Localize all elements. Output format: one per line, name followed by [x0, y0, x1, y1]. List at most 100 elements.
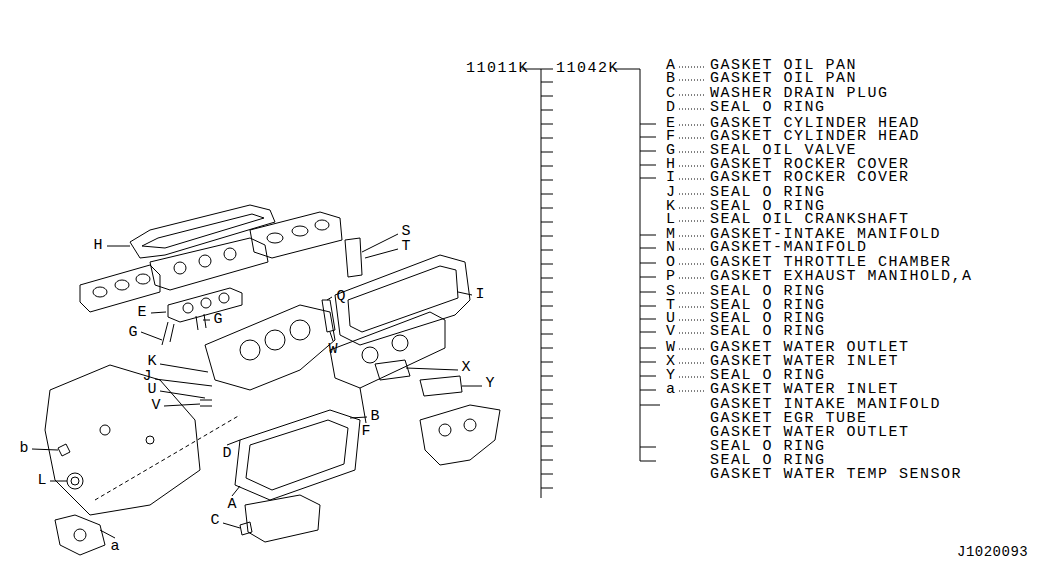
leader-line	[330, 332, 333, 341]
part-number: 11011K	[466, 61, 529, 77]
drawn-part	[315, 220, 329, 230]
drawn-part	[265, 330, 285, 350]
drawn-part	[322, 300, 335, 332]
tree-tick	[640, 151, 656, 152]
tree-tick	[541, 348, 553, 349]
drawn-part	[162, 322, 174, 345]
leader-line	[223, 523, 240, 528]
drawn-part	[439, 424, 451, 436]
leader-line	[327, 297, 332, 300]
callout-letter: I	[475, 287, 484, 303]
tree-tick	[541, 292, 553, 293]
dot-leader	[679, 293, 706, 294]
callout-letter: Y	[485, 376, 494, 392]
tree-tick	[541, 376, 553, 377]
leader-line	[462, 386, 482, 387]
leader-line	[350, 417, 367, 418]
tree-tick	[640, 390, 656, 391]
leader-line	[458, 292, 472, 295]
tree-tick	[541, 432, 553, 433]
tree-tick	[640, 319, 656, 320]
dot-leader	[679, 152, 706, 153]
leader-line	[107, 246, 130, 247]
callout-letter: a	[110, 539, 119, 555]
tree-tick	[640, 165, 656, 166]
callout-letter: A	[227, 497, 236, 513]
part-name: SEAL OIL CRANKSHAFT	[710, 212, 910, 228]
dot-leader	[679, 138, 706, 139]
drawn-part	[45, 205, 500, 555]
callout-letter: S	[401, 224, 410, 240]
callout-letter: B	[370, 409, 379, 425]
tree-tick	[640, 137, 656, 138]
tree-tick	[541, 194, 553, 195]
tree-tick	[541, 278, 553, 279]
tree-tick	[640, 362, 656, 363]
dot-leader	[679, 125, 706, 126]
tree-tick	[640, 292, 656, 293]
dot-leader	[679, 333, 706, 334]
dot-leader	[679, 166, 706, 167]
tree-tick	[541, 236, 553, 237]
tree-tick	[640, 332, 656, 333]
tree-tick	[541, 418, 553, 419]
tree-tick	[541, 222, 553, 223]
tree-tick	[640, 306, 656, 307]
drawn-part	[199, 255, 211, 267]
drawn-part	[219, 293, 229, 303]
drawn-part	[196, 314, 206, 330]
drawn-part	[150, 238, 268, 290]
tree-tick	[640, 447, 656, 448]
dot-leader	[679, 363, 706, 364]
drawn-part	[58, 444, 70, 456]
drawn-part	[362, 347, 378, 363]
drawn-part	[80, 265, 160, 312]
tree-tick	[541, 138, 553, 139]
item-letter: a	[666, 382, 677, 398]
item-letter: N	[666, 240, 677, 256]
drawn-part	[45, 365, 200, 515]
tree-tick	[541, 362, 553, 363]
drawn-part	[246, 420, 348, 490]
leader-line	[227, 440, 240, 445]
callout-letter: T	[401, 239, 410, 255]
tree-tick	[640, 461, 656, 462]
leader-line	[32, 449, 58, 450]
tree-tick	[541, 250, 553, 251]
tree-tick	[541, 446, 553, 447]
dot-leader	[679, 95, 706, 96]
callout-letter: G	[128, 325, 137, 341]
drawn-part	[146, 436, 154, 444]
dot-leader	[679, 320, 706, 321]
drawn-part	[93, 287, 107, 297]
drawn-part	[55, 515, 105, 555]
tree-line	[541, 69, 542, 498]
drawn-part	[330, 312, 445, 388]
drawn-part	[67, 473, 83, 489]
tree-tick	[541, 306, 553, 307]
drawn-part	[224, 248, 236, 260]
drawn-part	[74, 529, 86, 541]
leader-line	[160, 364, 208, 372]
part-name: GASKET WATER TEMP SENSOR	[710, 467, 962, 483]
tree-tick	[541, 166, 553, 167]
drawn-part	[375, 360, 410, 380]
drawn-part	[240, 340, 260, 360]
callout-letter: G	[213, 312, 222, 328]
dot-leader	[679, 194, 706, 195]
callout-letter: W	[328, 342, 337, 358]
tree-tick	[640, 124, 656, 125]
drawn-part	[235, 410, 360, 500]
leader-line	[50, 481, 67, 482]
callout-letter: C	[210, 513, 219, 529]
leader-line	[155, 379, 212, 386]
drawn-part	[32, 67, 706, 538]
drawn-part	[290, 320, 310, 340]
dot-leader	[679, 377, 706, 378]
drawn-part	[335, 255, 470, 345]
tree-tick	[640, 178, 656, 179]
drawn-part	[115, 280, 129, 290]
part-name: GASKET WATER INLET	[710, 382, 899, 398]
part-name: GASKET EXHAUST MANIHOLD,A	[710, 269, 973, 285]
callout-letter: H	[93, 238, 102, 254]
